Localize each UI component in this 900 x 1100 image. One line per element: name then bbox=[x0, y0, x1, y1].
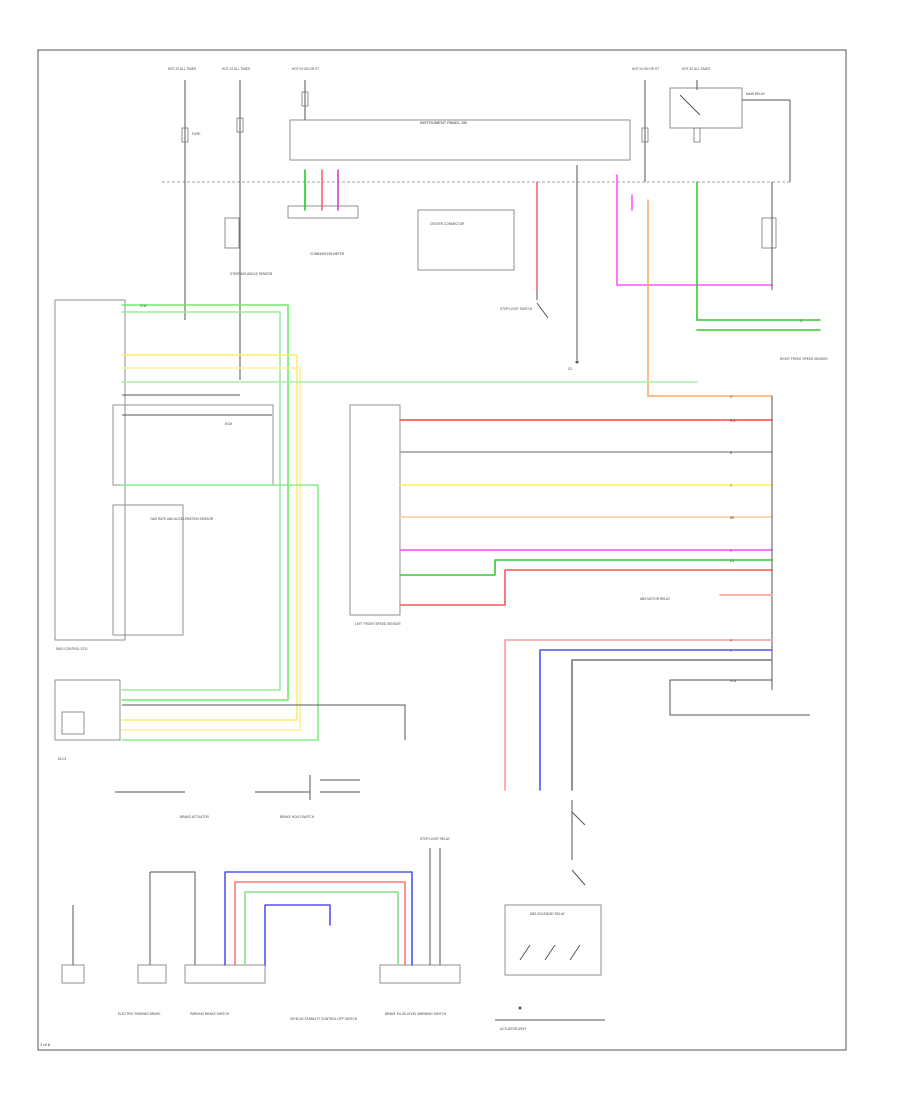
switch-icon bbox=[544, 944, 556, 961]
wire-red bbox=[234, 881, 406, 966]
center-connector-label: CENTER CONNECTOR bbox=[430, 222, 465, 226]
bottom-label: STOP LIGHT RELAY bbox=[420, 837, 451, 841]
ground-icon bbox=[518, 1006, 522, 1010]
wire-lightgreen bbox=[121, 484, 319, 741]
wire-red bbox=[399, 569, 773, 606]
hot-label: HOT AT ALL TIMES bbox=[682, 67, 710, 71]
wire-blue bbox=[224, 871, 413, 966]
connector-box bbox=[61, 964, 85, 984]
diagram-frame bbox=[37, 49, 847, 1051]
relay-switch-icon bbox=[679, 94, 701, 116]
feed-wire bbox=[150, 871, 196, 965]
wire-code: L bbox=[730, 649, 732, 653]
switch-icon bbox=[571, 811, 586, 826]
switch-icon bbox=[569, 944, 581, 961]
dlc3-label: DLC3 bbox=[58, 757, 66, 761]
right-speed-label: RIGHT FRONT SPEED SENSOR bbox=[780, 357, 828, 361]
bottom-label: PARKING BRAKE SWITCH bbox=[190, 1012, 230, 1016]
wire-code: LG bbox=[730, 559, 735, 563]
wire-pink bbox=[504, 639, 773, 791]
wire-code: G-W bbox=[140, 304, 147, 308]
switch-icon bbox=[536, 302, 549, 319]
fuse-icon bbox=[693, 127, 701, 143]
wire-green bbox=[244, 891, 399, 966]
wire-code: P bbox=[730, 639, 732, 643]
fuse-icon bbox=[236, 117, 244, 133]
feed-wire bbox=[122, 704, 406, 740]
ground-icon bbox=[575, 360, 579, 364]
wire-code: O bbox=[730, 395, 733, 399]
connector-box bbox=[137, 964, 167, 984]
wire-yellow bbox=[121, 367, 301, 731]
main-relay-box bbox=[669, 87, 743, 129]
center-connector-box bbox=[417, 209, 515, 271]
wire-code: B bbox=[730, 451, 732, 455]
wire-code: Y bbox=[730, 484, 733, 488]
bottom-label: BRAKE FLUID LEVEL WARNING SWITCH bbox=[385, 1012, 447, 1016]
wire-code: BR bbox=[730, 516, 735, 520]
wire-yellow bbox=[121, 354, 298, 721]
wire-code: V bbox=[730, 549, 733, 553]
wire-lightgreen bbox=[121, 311, 281, 691]
fuse-icon bbox=[641, 127, 649, 143]
wire-code: W-B bbox=[730, 679, 736, 683]
fuse-label: FUSE bbox=[192, 132, 201, 136]
left-switch-label: LEFT FRONT SPEED SENSOR bbox=[355, 622, 401, 626]
fuse-icon bbox=[301, 91, 309, 107]
stop-light-label: STOP LIGHT SWITCH bbox=[500, 307, 533, 311]
steering-sensor-label: STEERING ANGLE SENSOR bbox=[230, 272, 273, 276]
hot-label: HOT IN ON OR ST bbox=[632, 67, 659, 71]
bottom-label: BRAKE HOLD SWITCH bbox=[280, 815, 315, 819]
connector-box bbox=[224, 217, 240, 249]
wire-green bbox=[399, 559, 773, 576]
combination-meter-label: COMBINATION METER bbox=[310, 252, 345, 256]
wire-gray bbox=[571, 659, 773, 791]
skid-control-ecu-box bbox=[54, 299, 126, 641]
junction-block-label: INSTRUMENT PANEL J/B bbox=[420, 120, 467, 125]
feed-wire bbox=[669, 679, 810, 716]
solenoid-label: ABS SOLENOID RELAY bbox=[530, 912, 566, 916]
connector-box bbox=[761, 217, 777, 249]
fuse-icon bbox=[181, 127, 189, 143]
hot-label: HOT IN ON OR ST bbox=[292, 67, 319, 71]
left-switch-box bbox=[349, 404, 401, 616]
wire-code: R-B bbox=[730, 419, 736, 423]
switch-icon bbox=[519, 944, 531, 961]
ecm-box bbox=[112, 404, 274, 486]
connector-box bbox=[379, 964, 461, 984]
wire-green bbox=[121, 304, 289, 701]
connector-box bbox=[184, 964, 266, 984]
main-relay-label: MAIN RELAY bbox=[746, 92, 766, 96]
wire-blue bbox=[264, 904, 331, 966]
brake-actuator-label: BRAKE ACTUATOR bbox=[180, 815, 209, 819]
switch-icon bbox=[571, 869, 586, 886]
yaw-rate-box bbox=[112, 504, 184, 636]
skid-control-label: SKID CONTROL ECU bbox=[56, 647, 88, 651]
yaw-rate-label: YAW RATE AND ACCELERATION SENSOR bbox=[150, 517, 214, 521]
solenoid-box bbox=[504, 904, 602, 976]
ground-label: G1 bbox=[568, 367, 572, 371]
ecm-label: ECM bbox=[225, 422, 232, 426]
bottom-label: VEHICLE STABILITY CONTROL OFF SWITCH bbox=[290, 1017, 358, 1021]
dlc3-connector bbox=[61, 711, 85, 735]
dlc3-box bbox=[54, 679, 121, 741]
bottom-label: ELECTRIC PARKING BRAKE bbox=[118, 1012, 160, 1016]
motor-relay-label: ABS MOTOR RELAY bbox=[640, 597, 671, 601]
junction-block-box bbox=[289, 119, 631, 161]
page-number: 1 of 6 bbox=[40, 1042, 51, 1047]
actuator-assy-label: ACTUATOR ASSY bbox=[500, 1027, 527, 1031]
hot-label: HOT AT ALL TIMES bbox=[168, 67, 196, 71]
combination-meter-connector bbox=[287, 205, 359, 219]
hot-label: HOT AT ALL TIMES bbox=[222, 67, 250, 71]
wire-blue bbox=[539, 649, 773, 791]
wire-code: G bbox=[800, 319, 803, 323]
